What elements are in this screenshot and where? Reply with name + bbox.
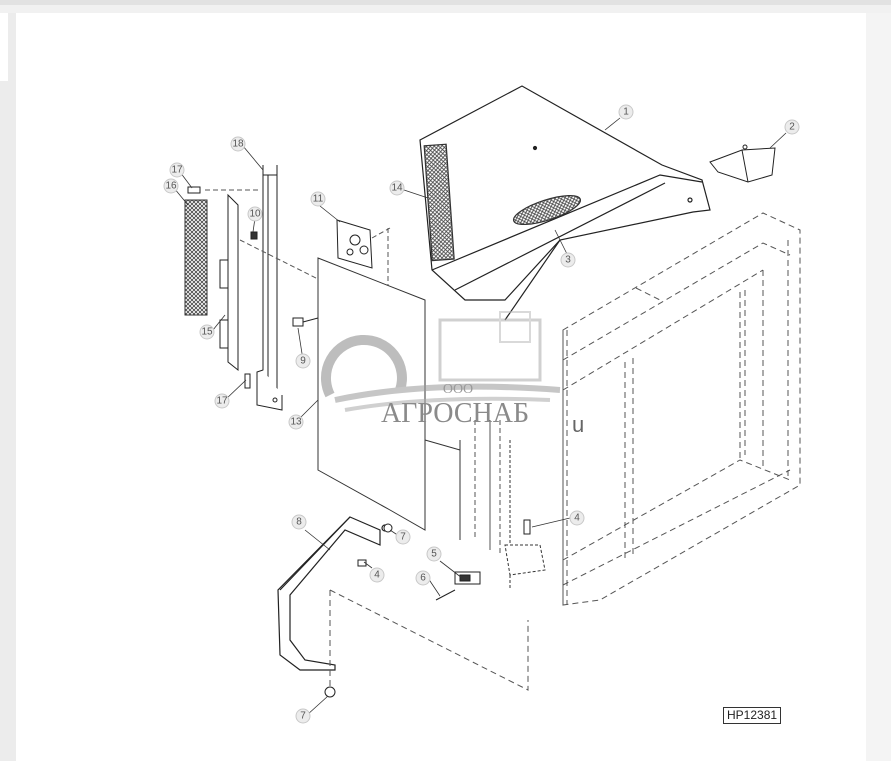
callout-4-right[interactable]: 4 — [569, 510, 585, 526]
bolt-part-17-top — [187, 186, 201, 194]
callout-2[interactable]: 2 — [784, 119, 800, 135]
callout-5[interactable]: 5 — [426, 546, 442, 562]
svg-text:10: 10 — [249, 209, 261, 220]
callout-7-bottom[interactable]: 7 — [295, 708, 311, 724]
svg-text:17: 17 — [216, 396, 228, 407]
callout-13[interactable]: 13 — [288, 414, 304, 430]
svg-text:17: 17 — [171, 165, 183, 176]
callout-11[interactable]: 11 — [310, 191, 326, 207]
callout-9[interactable]: 9 — [295, 353, 311, 369]
callout-17-bottom[interactable]: 17 — [214, 393, 230, 409]
callout-8[interactable]: 8 — [291, 514, 307, 530]
bolt-part-4-right — [523, 519, 531, 535]
callout-7-top[interactable]: 7 — [395, 529, 411, 545]
screen-part-16 — [184, 199, 208, 316]
callout-17-top[interactable]: 17 — [169, 162, 185, 178]
left-scroll-strip — [8, 13, 16, 761]
svg-text:2: 2 — [789, 122, 795, 133]
svg-text:3: 3 — [565, 255, 571, 266]
parts-diagram — [184, 85, 801, 698]
svg-text:14: 14 — [391, 183, 403, 194]
toolbar-gap — [0, 5, 891, 13]
svg-text:8: 8 — [296, 517, 302, 528]
callout-16[interactable]: 16 — [163, 178, 179, 194]
callout-15[interactable]: 15 — [199, 324, 215, 340]
hinge-plate-part-15 — [219, 193, 239, 372]
decal-plate-part-11 — [336, 219, 373, 269]
svg-text:15: 15 — [201, 327, 213, 338]
callout-6[interactable]: 6 — [415, 570, 431, 586]
callout-1[interactable]: 1 — [618, 104, 634, 120]
nut-part-7-bottom — [324, 686, 336, 698]
callout-layer: 1 2 3 4 4 5 6 7 7 8 9 10 11 13 14 15 16 … — [163, 104, 800, 724]
latch-bracket — [504, 544, 546, 576]
clip-part-9 — [292, 317, 319, 327]
diagram-canvas: ООО АГРОСНАБ u 1 2 3 4 4 5 6 7 7 8 9 10 … — [16, 13, 866, 761]
svg-text:18: 18 — [232, 139, 244, 150]
callout-4-left[interactable]: 4 — [369, 567, 385, 583]
svg-text:1: 1 — [623, 107, 629, 118]
right-scroll-strip[interactable] — [866, 13, 891, 761]
support-arm-part-8 — [277, 516, 389, 671]
figure-reference-label: HP12381 — [723, 707, 782, 724]
callout-10[interactable]: 10 — [247, 206, 263, 222]
svg-text:11: 11 — [313, 194, 324, 205]
left-side-panel — [0, 13, 8, 81]
callout-3[interactable]: 3 — [560, 252, 576, 268]
svg-text:7: 7 — [300, 711, 306, 722]
browser-top-bar — [0, 0, 891, 5]
channel-part-18 — [256, 165, 283, 411]
top-cover-part-1 — [419, 85, 711, 321]
frame-box-dashed — [562, 212, 801, 606]
bracket-part-2 — [709, 144, 776, 183]
svg-text:6: 6 — [420, 573, 426, 584]
svg-text:4: 4 — [574, 513, 580, 524]
svg-text:7: 7 — [400, 532, 406, 543]
callout-18[interactable]: 18 — [230, 136, 246, 152]
left-side-panel-lower — [0, 81, 8, 761]
svg-text:16: 16 — [165, 181, 177, 192]
svg-text:13: 13 — [290, 417, 302, 428]
svg-text:4: 4 — [374, 570, 380, 581]
callout-14[interactable]: 14 — [389, 180, 405, 196]
nut-part-10 — [250, 231, 258, 240]
latch-part-5 — [454, 571, 481, 585]
svg-text:5: 5 — [431, 549, 437, 560]
svg-text:9: 9 — [300, 356, 306, 367]
